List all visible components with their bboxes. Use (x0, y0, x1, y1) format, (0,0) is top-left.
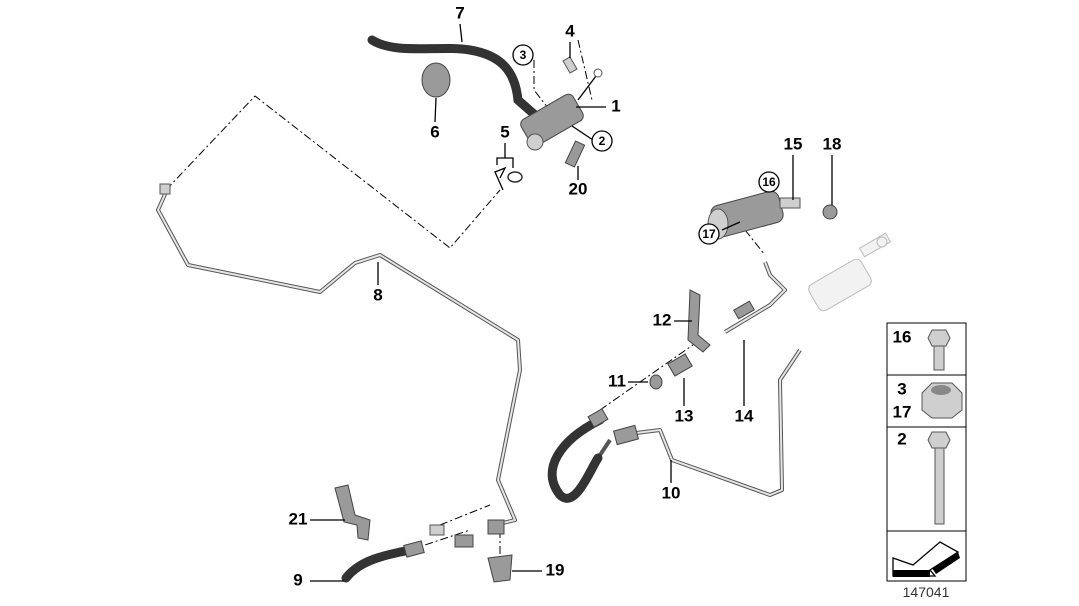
svg-text:17: 17 (702, 227, 716, 241)
callout-15: 15 (784, 134, 803, 153)
callout-17: 17 (698, 223, 720, 245)
legend-label-17: 17 (893, 402, 912, 421)
washer-11 (649, 374, 663, 390)
leader-lines (310, 23, 833, 582)
slave-cylinder-15 (707, 190, 838, 240)
pressure-line-10 (596, 348, 802, 497)
callout-16: 16 (758, 171, 780, 193)
legend-label-3: 3 (897, 379, 906, 398)
assembly-dash-lines (165, 39, 766, 560)
direction-arrow-icon (892, 541, 960, 577)
diagram-number: 147041 (903, 584, 950, 600)
hardware-legend: 16 3 17 2 (886, 322, 967, 582)
grommet-8 (487, 519, 505, 535)
callout-14: 14 (735, 406, 754, 425)
callout-18: 18 (823, 134, 842, 153)
callout-8: 8 (373, 285, 382, 304)
clutch-hose (547, 408, 640, 503)
clip-5 (494, 166, 523, 191)
callout-4: 4 (565, 21, 575, 40)
bolt-short-icon (927, 329, 951, 371)
callout-13: 13 (675, 406, 694, 425)
ghost-master-cylinder (808, 232, 892, 312)
callout-6: 6 (430, 122, 439, 141)
line-14 (723, 261, 787, 334)
nut-icon (921, 382, 963, 419)
legend-label-2: 2 (897, 429, 906, 448)
bracket-21 (334, 484, 371, 541)
callout-3: 3 (512, 44, 534, 66)
callout-5: 5 (500, 122, 509, 141)
sleeve-20 (564, 140, 586, 168)
callout-12: 12 (653, 310, 672, 329)
grommet-19 (487, 554, 513, 583)
svg-text:2: 2 (599, 134, 606, 148)
callout-7: 7 (455, 3, 464, 22)
grommet-6 (421, 62, 451, 98)
callout-1: 1 (611, 96, 620, 115)
fitting-13 (667, 353, 693, 377)
callout-10: 10 (662, 483, 681, 502)
callout-20: 20 (569, 179, 588, 198)
bolt-long-icon (927, 431, 951, 525)
hose-9 (341, 524, 474, 583)
master-cylinder-1 (520, 68, 603, 151)
callout-2: 2 (591, 130, 613, 152)
brake-line-8 (156, 183, 522, 527)
svg-text:16: 16 (762, 175, 776, 189)
callout-9: 9 (293, 570, 302, 589)
reservoir-hose-7 (367, 35, 540, 120)
bracket-12 (687, 289, 711, 353)
callout-21: 21 (289, 509, 308, 528)
callout-19: 19 (546, 560, 565, 579)
callout-11: 11 (608, 371, 626, 390)
svg-text:3: 3 (520, 48, 527, 62)
pin-4 (562, 56, 578, 74)
pipe-fitting (159, 183, 171, 195)
cap-18 (822, 204, 838, 220)
legend-label-16: 16 (893, 327, 912, 346)
